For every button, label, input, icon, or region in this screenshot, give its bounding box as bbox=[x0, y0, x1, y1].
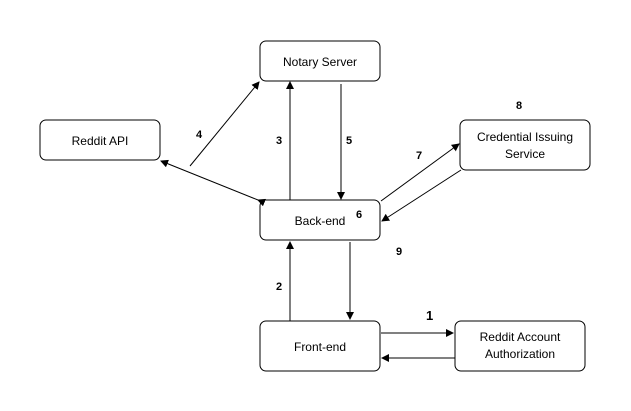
reddit-account-authorization-node: Reddit Account Authorization bbox=[454, 320, 586, 372]
step-3-label: 3 bbox=[276, 135, 282, 147]
reddit-api-label: Reddit API bbox=[72, 134, 129, 148]
reddit-api-node: Reddit API bbox=[39, 119, 161, 161]
credential-issuing-service-label-line2: Service bbox=[505, 147, 545, 161]
step-4-label: 4 bbox=[196, 129, 203, 141]
step-2-label: 2 bbox=[276, 281, 282, 293]
step-7-label: 7 bbox=[416, 150, 422, 162]
edge-backend-to-credential bbox=[380, 143, 460, 202]
edge-backend-redditapi-bidirectional bbox=[160, 159, 266, 207]
edge-credential-to-backend bbox=[381, 169, 462, 222]
notary-server-label: Notary Server bbox=[283, 55, 357, 69]
back-end-node: Back-end bbox=[259, 199, 381, 241]
front-end-label: Front-end bbox=[294, 340, 346, 354]
reddit-account-authorization-label-line2: Authorization bbox=[485, 347, 555, 361]
step-6-label: 6 bbox=[356, 209, 362, 221]
credential-issuing-service-label-line1: Credential Issuing bbox=[477, 130, 573, 144]
step-1-label: 1 bbox=[426, 308, 433, 323]
step-8-label: 8 bbox=[516, 100, 522, 112]
step-9-label: 9 bbox=[396, 246, 402, 258]
front-end-node: Front-end bbox=[259, 320, 381, 372]
notary-server-node: Notary Server bbox=[259, 40, 381, 82]
reddit-account-authorization-label-line1: Reddit Account bbox=[480, 330, 561, 344]
edge-redditapi-to-notary bbox=[189, 81, 260, 167]
step-5-label: 5 bbox=[346, 135, 352, 147]
credential-issuing-service-node: Credential Issuing Service bbox=[459, 119, 591, 171]
back-end-label: Back-end bbox=[295, 214, 346, 228]
